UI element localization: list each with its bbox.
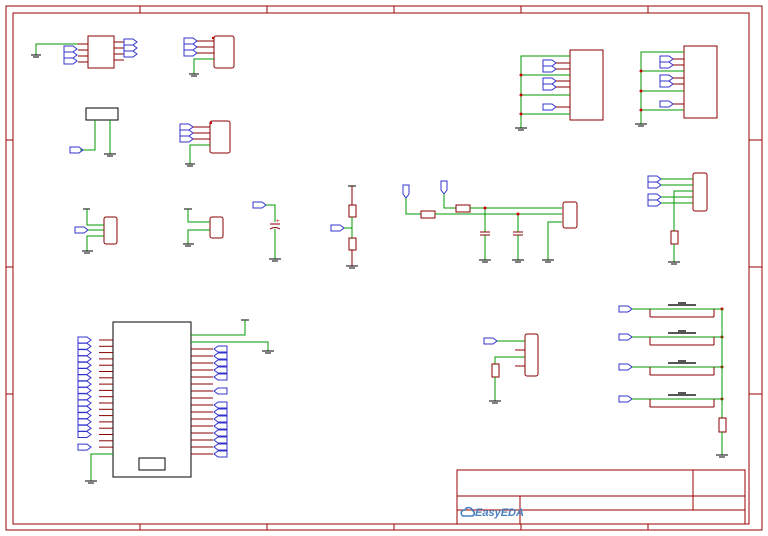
net-port [77,355,92,363]
net-port [77,405,92,413]
net-port [213,387,228,395]
net-port [77,424,92,432]
net-port [77,336,92,344]
net-port [77,412,92,420]
ground-icon [515,127,527,131]
ground-icon [189,73,199,77]
header-2pin[interactable] [183,208,224,247]
ground-icon [716,454,728,458]
header-4pin-mid[interactable] [179,120,231,167]
net-port [213,401,228,409]
net-port [618,395,633,403]
mcu-left-pins [77,336,113,451]
main-mcu-module[interactable] [77,319,274,484]
push-button[interactable] [618,360,724,376]
net-port [213,436,228,444]
net-port [213,450,228,458]
ground-icon [82,250,93,254]
button-cap [678,302,686,305]
net-port [77,374,92,382]
net-port [213,429,228,437]
push-button[interactable] [618,392,724,408]
so8-chip-topleft[interactable] [31,35,138,69]
net-port [213,408,228,416]
ground-icon [185,163,195,167]
ground-icon [85,350,274,484]
push-button[interactable] [618,330,724,346]
header-4pin-top[interactable] [183,35,235,77]
net-port [77,368,92,375]
net-port [213,359,228,367]
connector-header-right-1[interactable] [515,49,604,131]
push-button-array[interactable] [618,302,728,458]
regulator-sot[interactable] [69,107,119,157]
net-port [77,361,92,369]
title-block [456,469,746,525]
net-port [77,380,92,388]
svg-text:+: + [276,219,280,225]
net-port [213,366,228,374]
net-port [618,305,633,313]
ground-icon [668,261,680,265]
ground-icon [479,259,554,263]
button-cap [678,392,686,395]
ground-icon [104,153,116,157]
net-port [77,399,92,407]
net-port [213,415,228,423]
button-cap [678,330,686,333]
brand-name: EasyEDA [475,507,524,519]
connector-header-right-2[interactable] [635,45,718,127]
mcu-right-pins [191,334,228,458]
net-port [213,443,228,451]
easyeda-logo: EasyEDA [460,506,524,519]
electrolytic-cap[interactable]: + [252,201,281,262]
connector-header-5pin[interactable] [647,172,708,265]
ground-icon [635,123,647,127]
net-port [77,342,92,350]
push-button[interactable] [618,302,724,318]
button-cap [678,360,686,363]
net-port [77,431,92,438]
ground-icon [31,54,41,58]
ground-icon [183,243,194,247]
net-port [77,386,92,394]
net-port [77,418,92,426]
rc-filter-network[interactable] [402,180,578,263]
net-port [618,333,633,341]
voltage-divider[interactable] [330,185,358,269]
ground-icon [489,400,501,404]
net-port [618,363,633,371]
net-port [77,393,92,401]
ground-icon [346,265,358,269]
net-port [213,352,228,360]
header-3pin-left[interactable] [74,208,118,254]
header-4pin-lower[interactable] [483,333,539,404]
net-port [77,443,92,451]
net-port [213,373,228,381]
ground-icon [269,258,281,262]
cloud-icon [460,506,476,517]
net-port [213,422,228,430]
net-port [77,349,92,357]
drawing-frame [5,5,763,531]
net-port [213,345,228,353]
